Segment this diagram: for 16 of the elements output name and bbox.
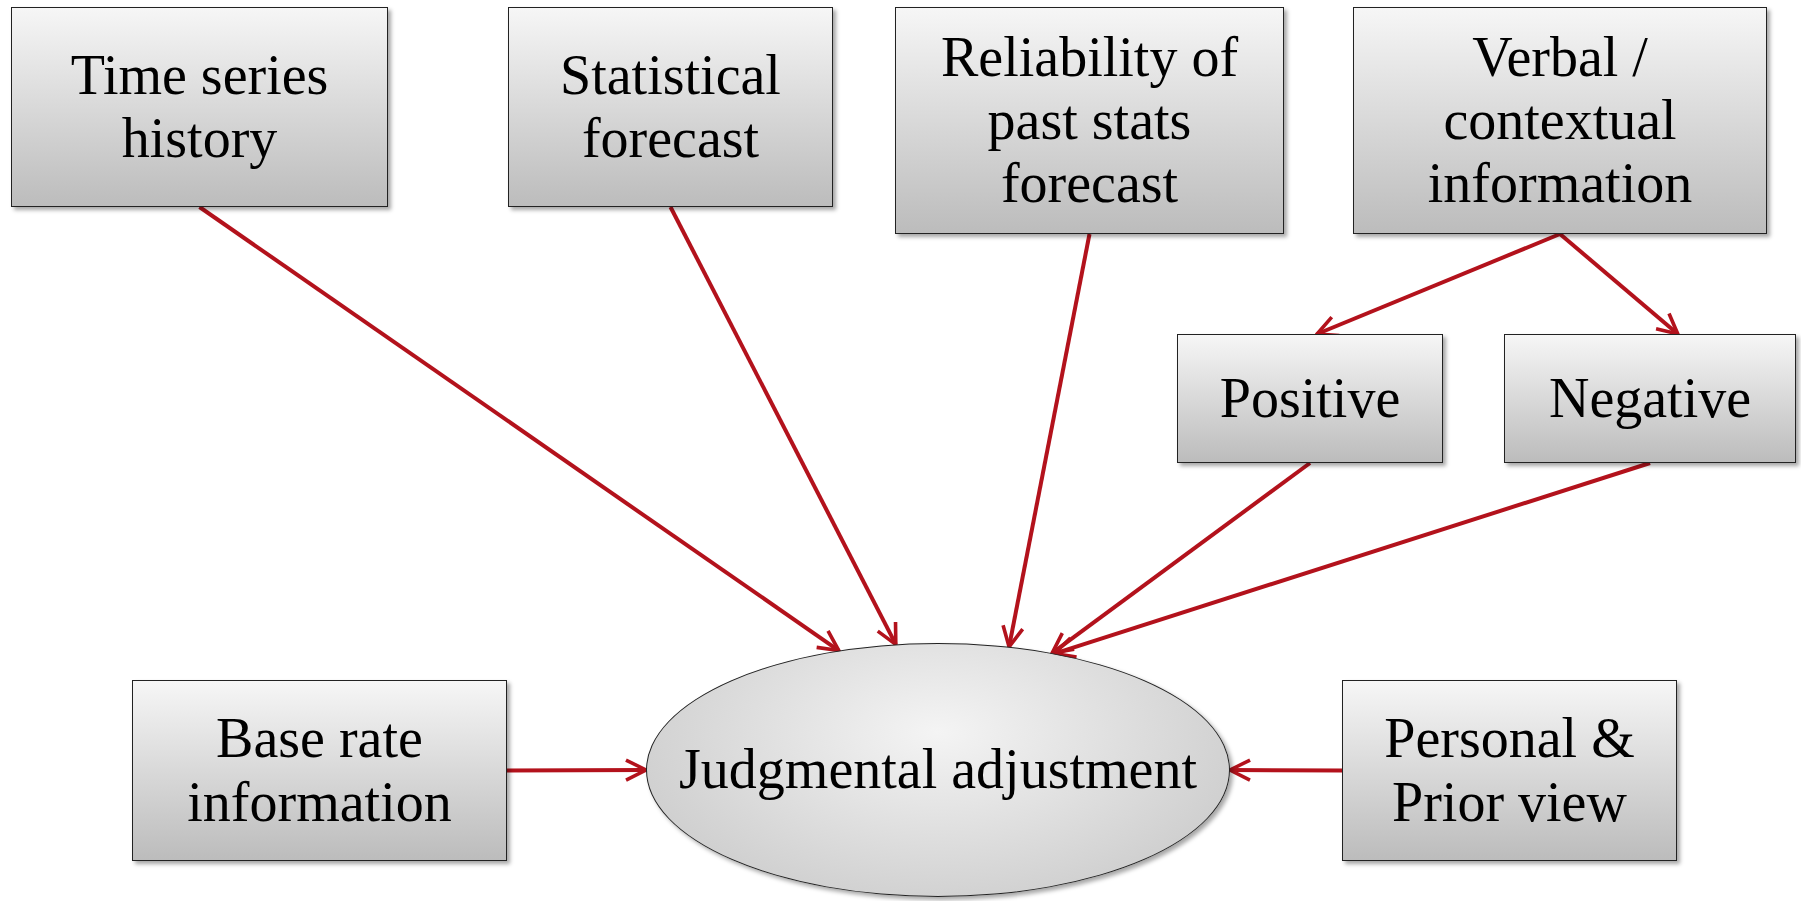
factor-box: Personal & Prior view — [1342, 680, 1677, 861]
arrow — [1558, 232, 1680, 336]
factor-box: Verbal / contextual information — [1353, 7, 1767, 234]
factor-box: Positive — [1177, 334, 1443, 463]
arrow — [198, 205, 841, 653]
arrow — [1001, 233, 1092, 649]
factor-box: Time series history — [11, 7, 388, 207]
arrow — [1228, 758, 1342, 782]
arrow — [507, 758, 648, 782]
process-ellipse: Judgmental adjustment — [646, 643, 1230, 897]
factor-box: Base rate information — [132, 680, 507, 861]
arrow — [1052, 461, 1651, 659]
factor-box: Statistical forecast — [508, 7, 833, 207]
arrow — [1050, 461, 1312, 655]
factor-box: Reliability of past stats forecast — [895, 7, 1284, 234]
factor-box: Negative — [1504, 334, 1796, 463]
